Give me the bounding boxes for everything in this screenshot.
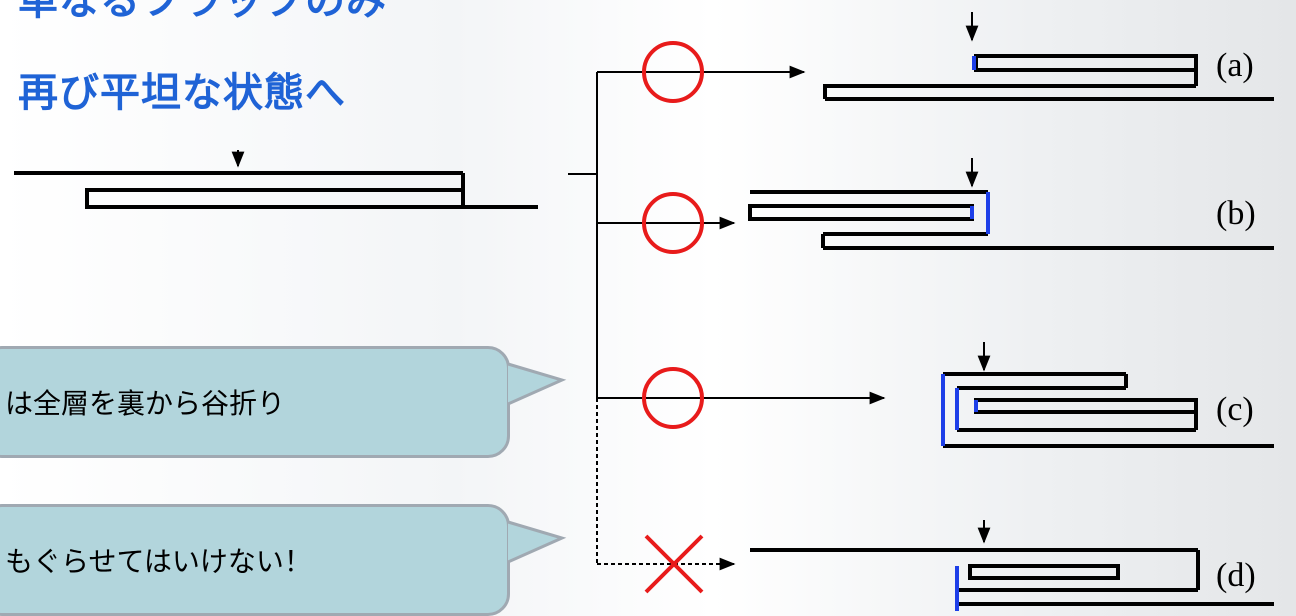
callout-tail-1	[507, 362, 567, 406]
ok-mark-c	[642, 367, 704, 429]
title-line-1: 単なるフラップのみ	[18, 0, 387, 24]
ng-mark-d	[644, 534, 704, 594]
callout-bubble-2: もぐらせてはいけない！	[0, 504, 510, 616]
label-c: (c)	[1216, 391, 1254, 428]
fold-result-a: (a)	[823, 12, 1274, 101]
initial-fold-figure	[14, 150, 538, 209]
label-a: (a)	[1216, 47, 1254, 84]
callout-bubble-1: は全層を裏から谷折り	[0, 346, 510, 458]
callout-text-2: もぐらせてはいけない！	[5, 545, 312, 578]
label-d: (d)	[1216, 557, 1256, 594]
ok-mark-b	[642, 192, 704, 254]
title-line-2: 再び平坦な状態へ	[18, 70, 346, 116]
fold-result-b: (b)	[748, 158, 1274, 250]
label-b: (b)	[1216, 195, 1256, 232]
ok-mark-a	[642, 41, 704, 103]
fold-result-c: (c)	[941, 342, 1274, 448]
flap-outline	[85, 188, 465, 209]
branch-tree	[568, 65, 886, 571]
fold-result-d: (d)	[750, 520, 1274, 611]
callout-tail-2	[507, 520, 567, 564]
callout-text-1: は全層を裏から谷折り	[5, 387, 286, 420]
